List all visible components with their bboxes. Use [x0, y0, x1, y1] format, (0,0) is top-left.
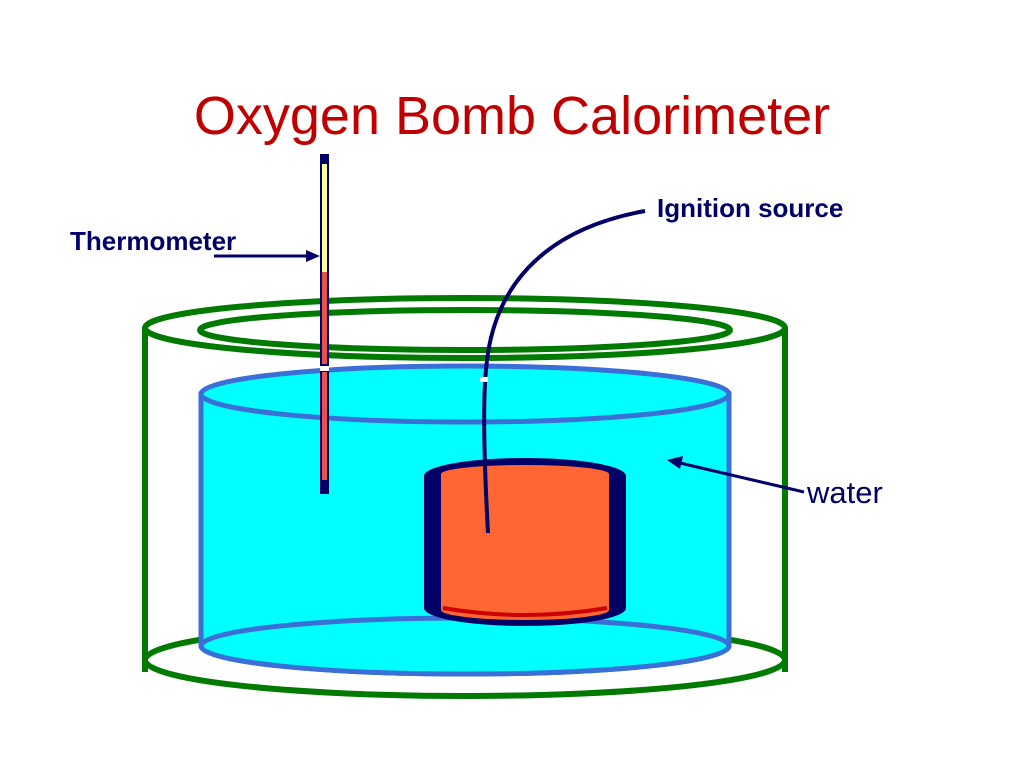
bomb-base [442, 606, 608, 617]
ignition-wire-line [482, 209, 646, 534]
thermometer-bulb-section [322, 372, 327, 480]
thermometer-upper-scale [322, 164, 327, 272]
thermometer-marker [320, 366, 329, 371]
water-surface [198, 363, 732, 425]
ignition-source-label: Ignition source [657, 193, 843, 223]
water-label: water [806, 475, 883, 510]
thermometer-label: Thermometer [70, 226, 236, 256]
thermometer [320, 154, 329, 494]
outer-container-top-rim [142, 295, 788, 361]
outer-container-inner-rim [197, 307, 733, 353]
outer-container-top [142, 295, 788, 361]
bomb-opening [441, 465, 609, 483]
thermometer-mercury [322, 272, 327, 364]
water-arrow-line [679, 461, 805, 494]
ignition-wire-highlight [480, 377, 488, 382]
thermometer-arrow-head [306, 250, 320, 262]
water-arrow-head [667, 456, 683, 469]
water-pointer [667, 456, 805, 494]
water-bottom-edge [198, 615, 732, 677]
bomb-interior [441, 474, 609, 620]
page-title: Oxygen Bomb Calorimeter [194, 86, 830, 146]
ignition-wire [480, 209, 646, 534]
bomb-vessel [424, 458, 626, 626]
thermometer-pointer [214, 250, 320, 262]
